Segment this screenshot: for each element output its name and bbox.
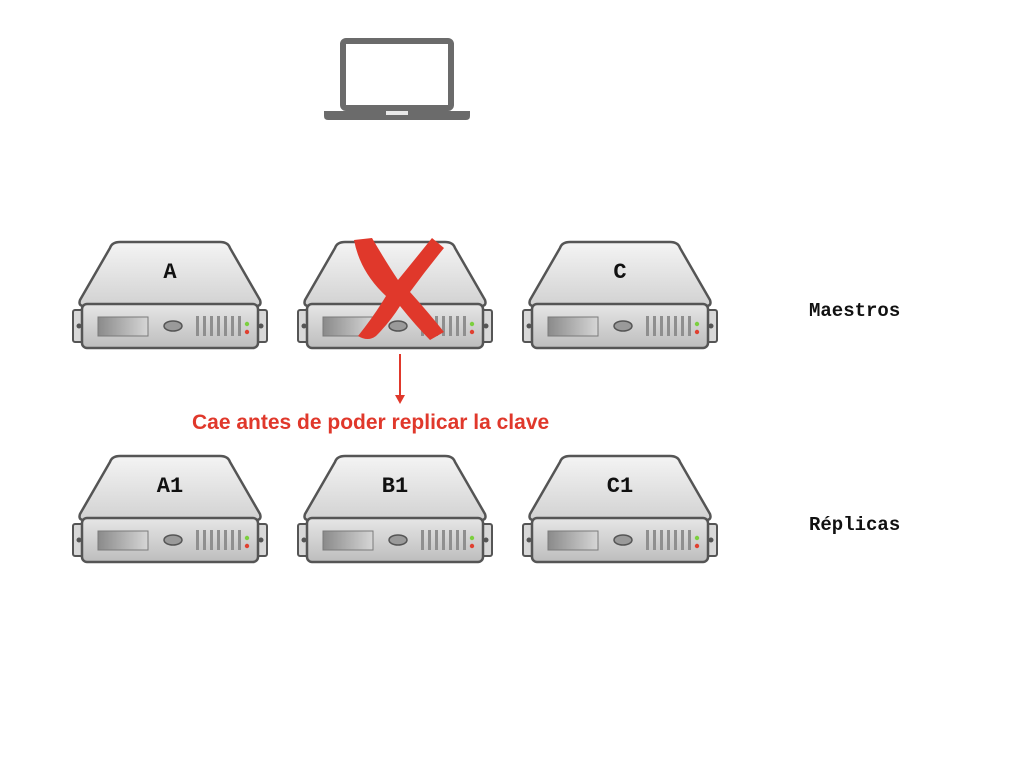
laptop-icon bbox=[324, 38, 470, 120]
server-icon bbox=[520, 238, 720, 356]
arrow-down-icon bbox=[395, 354, 405, 404]
failure-caption: Cae antes de poder replicar la clave bbox=[192, 411, 550, 434]
replicas-row-label: Réplicas bbox=[809, 514, 901, 536]
server-label: A1 bbox=[156, 474, 184, 499]
server-master-c: C bbox=[520, 238, 720, 356]
server-icon bbox=[295, 452, 495, 570]
server-label: C bbox=[613, 260, 627, 285]
server-replica-a1: A1 bbox=[70, 452, 270, 570]
server-label: A bbox=[163, 260, 177, 285]
server-icon bbox=[70, 238, 270, 356]
server-replica-c1: C1 bbox=[520, 452, 720, 570]
cross-icon bbox=[354, 238, 444, 340]
server-master-a: A bbox=[70, 238, 270, 356]
server-replica-b1: B1 bbox=[295, 452, 495, 570]
server-label: B1 bbox=[381, 474, 409, 499]
server-icon bbox=[70, 452, 270, 570]
server-label: C1 bbox=[606, 474, 634, 499]
masters-row-label: Maestros bbox=[809, 300, 901, 322]
server-icon bbox=[520, 452, 720, 570]
